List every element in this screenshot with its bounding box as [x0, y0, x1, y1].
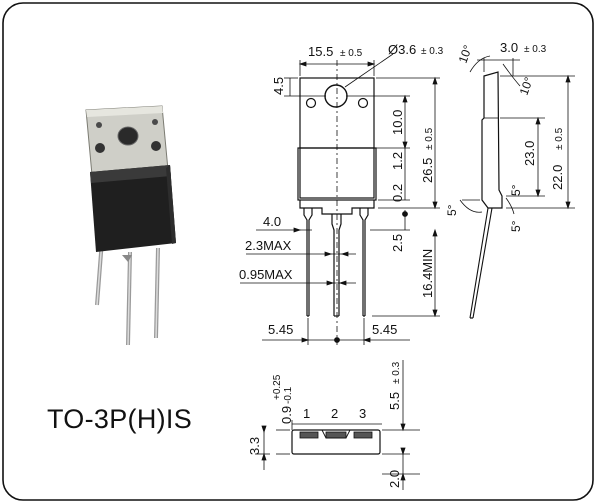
- front-width-tol: ± 0.5: [340, 48, 363, 59]
- front-pitch-right-value: 5.45: [372, 322, 397, 337]
- front-lead-length-value: 16.4MIN: [420, 249, 435, 298]
- front-hole-to-body-value: 10.0: [390, 110, 405, 135]
- front-lead-thin-value: 0.95MAX: [239, 267, 293, 282]
- bottom-body-thickness: 3.3: [247, 437, 262, 455]
- bottom-pin-label-2: 2: [331, 406, 338, 421]
- front-body-gap-value: 1.2: [390, 152, 405, 170]
- front-hole-dia: Ø3.6: [388, 42, 416, 57]
- side-angle-bottom-1: 5°: [445, 204, 459, 216]
- bottom-body-height: 5.5: [387, 392, 402, 410]
- front-lead-base-value: 4.0: [263, 214, 281, 229]
- bottom-lead-drop: 2.0: [387, 470, 402, 488]
- bottom-pin-2: [325, 431, 347, 439]
- front-dimensions: [240, 53, 440, 345]
- front-lead-max-value: 2.3MAX: [245, 238, 292, 253]
- bottom-body-outline: [291, 429, 381, 455]
- bottom-pin-label-3: 3: [359, 406, 366, 421]
- side-angle-bottom-3: 5°: [509, 220, 523, 232]
- photo-body: [90, 165, 176, 252]
- front-pitch-left-value: 5.45: [268, 322, 293, 337]
- front-hole-dia-tol: ± 0.3: [421, 46, 444, 57]
- front-width-value: 15.5: [308, 44, 333, 59]
- front-shoulder-value: 2.5: [390, 234, 405, 252]
- side-thickness-tol: ± 0.3: [524, 44, 547, 55]
- photo-leads: [95, 239, 160, 346]
- side-thickness-value: 3.0: [500, 40, 518, 55]
- side-view: [469, 71, 503, 319]
- front-left-hole: [305, 97, 317, 109]
- front-step-value: 0.2: [390, 184, 405, 202]
- bottom-pin-1: [299, 431, 319, 439]
- bottom-lead-tol-plus: +0.25: [272, 374, 283, 400]
- bottom-lead-thickness: 0.9: [279, 406, 294, 424]
- front-mounting-hole: [324, 84, 348, 108]
- side-dimensions: [459, 55, 575, 215]
- front-labels: 15.5 ± 0.5 Ø3.6 ± 0.3 4.5 10.0 1.2 26.5 …: [239, 42, 444, 337]
- front-body-height-tol: ± 0.5: [424, 127, 435, 150]
- package-name-title: TO-3P(H)IS: [47, 404, 193, 434]
- side-labels: 3.0 ± 0.3 10° 10° 23.0 22.0 ± 0.5 5° 5° …: [445, 40, 565, 232]
- front-leads: [303, 208, 369, 317]
- front-right-hole: [357, 97, 369, 109]
- front-tab-top-value: 4.5: [271, 77, 286, 95]
- side-height-2-tol: ± 0.5: [554, 127, 565, 150]
- bottom-pin-3: [353, 431, 373, 439]
- side-angle-top-right: 10°: [517, 75, 536, 97]
- bottom-pin-label-1: 1: [303, 406, 310, 421]
- side-height-1: 23.0: [522, 141, 537, 166]
- bottom-labels: 1 2 3 0.9 +0.25 -0.1 5.5 ± 0.3 3.3 2.0: [247, 361, 402, 488]
- bottom-body-height-tol: ± 0.3: [391, 361, 402, 384]
- side-profile: [481, 71, 503, 209]
- transistor-photo-icon: [85, 105, 176, 346]
- front-view: [297, 60, 377, 345]
- side-height-2: 22.0: [550, 165, 565, 190]
- bottom-view: [291, 429, 381, 455]
- side-angle-top-left: 10°: [456, 43, 475, 65]
- bottom-dimensions: [255, 360, 420, 490]
- bottom-lead-tol-minus: -0.1: [283, 386, 294, 404]
- side-lead: [469, 207, 493, 319]
- front-body-height-value: 26.5: [420, 158, 435, 183]
- side-angle-bottom-2: 5°: [509, 184, 523, 196]
